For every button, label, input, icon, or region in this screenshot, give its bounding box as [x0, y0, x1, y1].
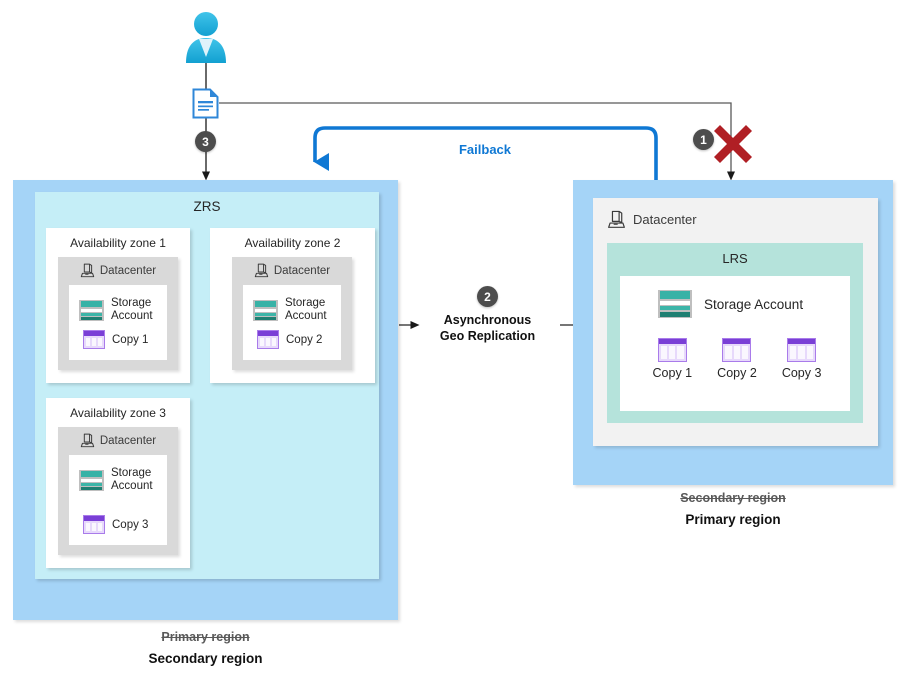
- lrs-label: LRS: [722, 251, 748, 266]
- right-region-struck-label: Secondary region: [680, 491, 786, 505]
- datacenter-label-zone-1: Datacenter: [99, 264, 157, 277]
- storage-account-icon: [253, 299, 278, 321]
- right-datacenter-label: Datacenter: [633, 212, 697, 227]
- async-label-line1: Asynchronous: [443, 313, 532, 327]
- copy-icon: [787, 338, 817, 362]
- storage-account-text-zone-2: Storage Account: [285, 297, 327, 323]
- right-datacenter-header: Datacenter: [607, 210, 697, 229]
- availability-zone-1-card: Availability zone 1 Datacenter Storage A…: [46, 228, 190, 383]
- lrs-copy-3-label: Copy 3: [781, 366, 822, 380]
- right-region-current-label: Primary region: [685, 512, 781, 527]
- availability-zone-3-card: Availability zone 3 Datacenter Storage A…: [46, 398, 190, 568]
- failback-arrow: [313, 126, 658, 186]
- storage-line2: Account: [111, 480, 153, 492]
- copy-label-zone-2: Copy 2: [286, 333, 323, 346]
- storage-account-row-zone-2: Storage Account: [253, 297, 327, 323]
- availability-zone-3-title: Availability zone 3: [70, 406, 166, 420]
- user-icon: [186, 12, 226, 63]
- lrs-storage-account-row: Storage Account: [658, 290, 803, 318]
- datacenter-label-zone-3: Datacenter: [99, 434, 157, 447]
- step-badge-3: 3: [195, 131, 216, 152]
- storage-line1: Storage: [285, 297, 326, 309]
- left-region-caption: Primary region Secondary region: [13, 626, 398, 670]
- copy-icon: [657, 338, 687, 362]
- lrs-copy-1: Copy 1: [652, 338, 693, 380]
- datacenter-icon: [254, 263, 269, 278]
- datacenter-header-zone-3: Datacenter: [58, 433, 178, 448]
- copy-row-zone-3: Copy 3: [83, 515, 148, 534]
- lrs-copy-2: Copy 2: [717, 338, 757, 380]
- storage-line1: Storage: [111, 467, 152, 479]
- lrs-storage-account-label: Storage Account: [704, 296, 804, 312]
- copy-icon: [722, 338, 752, 362]
- step-badge-2: 2: [477, 286, 498, 307]
- copy-icon: [83, 330, 105, 349]
- storage-line2: Account: [111, 310, 153, 322]
- availability-zone-2-title: Availability zone 2: [244, 236, 341, 250]
- lrs-copy-1-label: Copy 1: [652, 366, 693, 380]
- datacenter-label-zone-2: Datacenter: [273, 264, 331, 277]
- datacenter-inner-zone-2: Storage Account Copy 2: [243, 285, 341, 360]
- storage-line2: Account: [285, 310, 327, 322]
- copy-icon: [83, 515, 105, 534]
- asynchronous-geo-replication-label: Asynchronous Geo Replication: [415, 312, 560, 344]
- datacenter-header-zone-2: Datacenter: [232, 263, 352, 278]
- right-region-caption: Secondary region Primary region: [573, 487, 893, 531]
- datacenter-box-zone-1: Datacenter Storage Account: [58, 257, 178, 370]
- storage-account-icon: [79, 469, 104, 491]
- left-region-struck-label: Primary region: [161, 630, 250, 644]
- right-datacenter-box: Datacenter LRS Storage Account: [593, 198, 878, 446]
- storage-account-text-zone-3: Storage Account: [111, 467, 153, 493]
- lrs-copy-3: Copy 3: [781, 338, 822, 380]
- zrs-label: ZRS: [193, 199, 221, 214]
- datacenter-inner-zone-1: Storage Account Copy 1: [69, 285, 167, 360]
- copy-icon: [257, 330, 279, 349]
- lrs-panel: LRS Storage Account Copy 1: [607, 243, 863, 423]
- lrs-copy-2-label: Copy 2: [717, 366, 757, 380]
- copy-label-zone-3: Copy 3: [112, 518, 149, 531]
- lrs-inner-card: Storage Account Copy 1: [620, 276, 850, 411]
- copy-row-zone-1: Copy 1: [83, 330, 148, 349]
- lrs-copies-row: Copy 1 Copy 2 Copy 3: [640, 338, 834, 380]
- datacenter-icon: [608, 210, 625, 228]
- copy-row-zone-2: Copy 2: [257, 330, 322, 349]
- datacenter-box-zone-3: Datacenter Storage Account: [58, 427, 178, 555]
- storage-line1: Storage: [111, 297, 152, 309]
- storage-account-row-zone-1: Storage Account: [79, 297, 153, 323]
- availability-zone-2-card: Availability zone 2 Datacenter Storage A…: [210, 228, 375, 383]
- datacenter-icon: [80, 433, 95, 448]
- availability-zone-1-title: Availability zone 1: [70, 236, 166, 250]
- red-x-icon: [714, 125, 752, 163]
- document-icon: [192, 88, 219, 119]
- storage-account-text-zone-1: Storage Account: [111, 297, 153, 323]
- left-region-current-label: Secondary region: [148, 651, 263, 666]
- copy-label-zone-1: Copy 1: [112, 333, 149, 346]
- datacenter-box-zone-2: Datacenter Storage Account: [232, 257, 352, 370]
- storage-account-icon: [79, 299, 104, 321]
- datacenter-header-zone-1: Datacenter: [58, 263, 178, 278]
- datacenter-icon: [80, 263, 95, 278]
- step-badge-1: 1: [693, 129, 714, 150]
- storage-account-icon: [658, 290, 692, 318]
- datacenter-inner-zone-3: Storage Account Copy 3: [69, 455, 167, 545]
- failback-label: Failback: [458, 142, 512, 157]
- async-label-line2: Geo Replication: [439, 329, 536, 343]
- storage-account-row-zone-3: Storage Account: [79, 467, 153, 493]
